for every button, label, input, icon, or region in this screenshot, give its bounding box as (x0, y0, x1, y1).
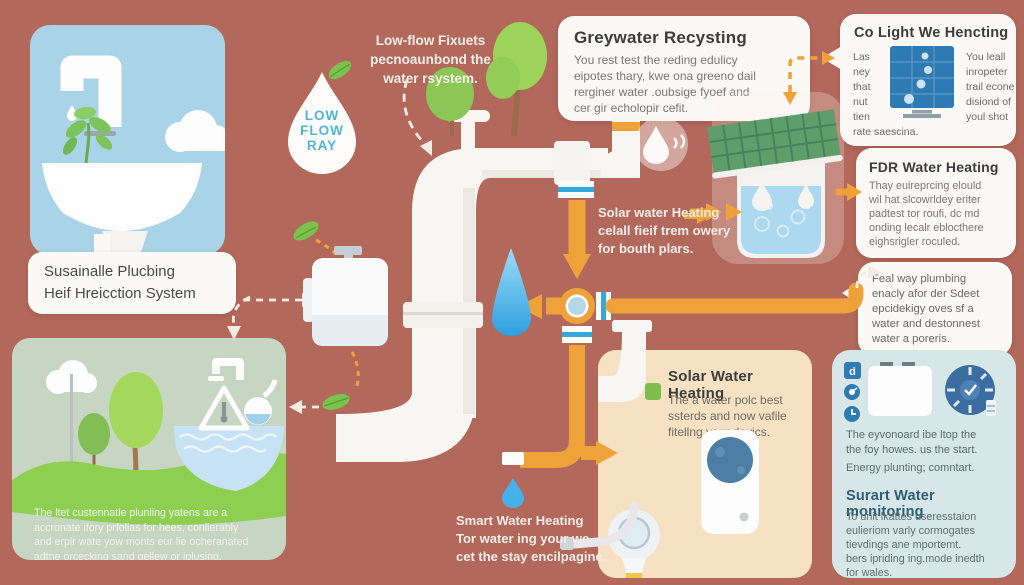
gauge-icon (945, 365, 996, 416)
monitor-icons: d (844, 362, 996, 422)
leaf-icon (328, 60, 352, 80)
plant-icon (62, 106, 113, 164)
eco-body: The ltet custennatle plunling yatens are… (34, 507, 249, 560)
pole-icon (70, 374, 73, 480)
colight-left-words: Las ney that nut tien (853, 51, 871, 123)
fdr-callout: FDR Water Heating Thay euireprcing eloul… (856, 148, 1016, 258)
cloud-icon (165, 110, 225, 152)
low-flow-note: Low-flow Fixuets pecnoaunbond the water … (370, 33, 491, 86)
solar-center-note: Solar water Heating celall fieif trem ow… (598, 205, 731, 257)
eco-landscape-card: The ltet custennatle plunling yatens are… (12, 338, 286, 560)
solar-card-body: The a water polc best ssterds and now va… (668, 393, 787, 440)
tree-icon (109, 372, 163, 481)
sink-bowl (42, 163, 202, 252)
smart-monitor-card: d (832, 350, 1016, 580)
flask-icon (244, 379, 278, 425)
monitor-body: To unit lkattes useresstaion eulieriom v… (846, 511, 985, 580)
panel-icon (868, 362, 932, 416)
monitor-heading: Surart Water monitoring (846, 488, 935, 520)
colight-tail (822, 46, 842, 70)
svg-text:d: d (849, 366, 856, 378)
monitor-energy-line: Energy plunting; comntart. (846, 462, 975, 474)
solar-monitor-icon (890, 46, 954, 118)
feal-tail (842, 282, 859, 304)
faucet-small-icon (208, 358, 244, 381)
colight-footer: rate saescina. (853, 126, 919, 138)
colight-right-words: You leall inropeter trail econe disiond … (966, 51, 1015, 123)
badge-line: FLOW (300, 123, 344, 138)
sink-title-callout: Susainalle Plucbing Heif Hreicction Syst… (28, 252, 236, 314)
low-flow-badge: LOW FLOW RAY (288, 60, 356, 174)
dial-icon (844, 384, 860, 400)
main-water-pipe (336, 148, 608, 462)
sink-illustration (42, 55, 225, 252)
fdr-body: Thay euireprcing elould wil hat slcowrld… (869, 180, 984, 249)
washing-machine-icon (701, 430, 759, 534)
chip-icon: d (844, 362, 861, 379)
greywater-body: You rest test the reding edulicy eipotes… (574, 53, 756, 115)
warning-thermometer-icon (198, 385, 250, 431)
solar-card-heading: Solar Water Heating (668, 368, 754, 402)
fdr-heading: FDR Water Heating (869, 159, 999, 175)
eco-landscape (12, 358, 286, 525)
smart-heating-note: Smart Water Heating Tor water ing your w… (456, 513, 607, 565)
drop-badge-shape (288, 72, 356, 174)
sink-illustration-card (30, 25, 225, 255)
monitor-intro: The eyvonoard ibe ltop the the foy howes… (846, 429, 978, 456)
water-basin-icon (174, 426, 284, 491)
badge-line: LOW (305, 108, 340, 123)
greywater-heading: Greywater Recysting (574, 28, 747, 47)
colight-heading: Co Light We Hencting (854, 25, 1009, 41)
feal-callout: Feal way plumbing enacly afor der Sdeet … (858, 262, 1012, 356)
greywater-callout: Greywater Recysting You rest test the re… (558, 16, 810, 121)
callout-stem (94, 234, 110, 256)
diagram-title: Susainalle Plucbing Heif Hreicction Syst… (44, 263, 196, 302)
badge-line: RAY (307, 138, 337, 153)
colight-callout: Co Light We Hencting Las ney that nut ti… (840, 14, 1016, 146)
timer-icon (844, 406, 860, 422)
feal-body: Feal way plumbing enacly afor der Sdeet … (872, 273, 981, 345)
